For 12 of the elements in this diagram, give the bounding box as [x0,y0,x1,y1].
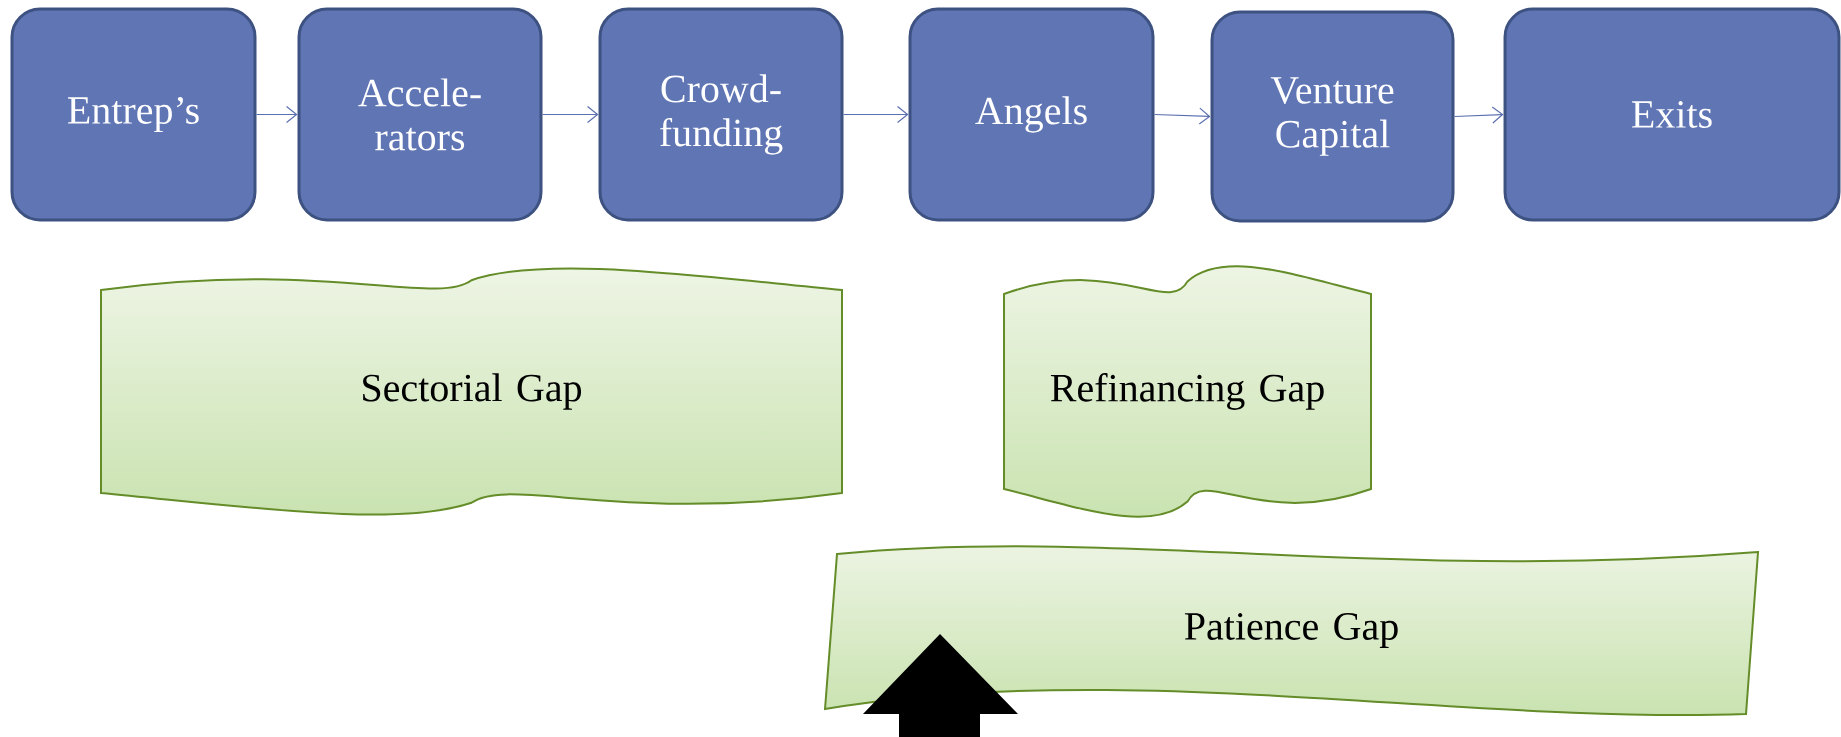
process-box: Crowd- funding [598,7,844,222]
arrow [1153,107,1211,125]
wave-banner: Sectorial Gap [100,267,843,516]
process-box: Venture Capital [1210,10,1455,223]
process-box: Exits [1503,7,1841,222]
arrow [541,105,599,124]
process-box: Accele- rators [297,7,543,222]
process-box: Entrep’s [10,7,257,222]
arrow [842,105,909,124]
process-box: Angels [908,7,1155,222]
arrow [255,105,298,124]
arrow [1453,106,1504,124]
